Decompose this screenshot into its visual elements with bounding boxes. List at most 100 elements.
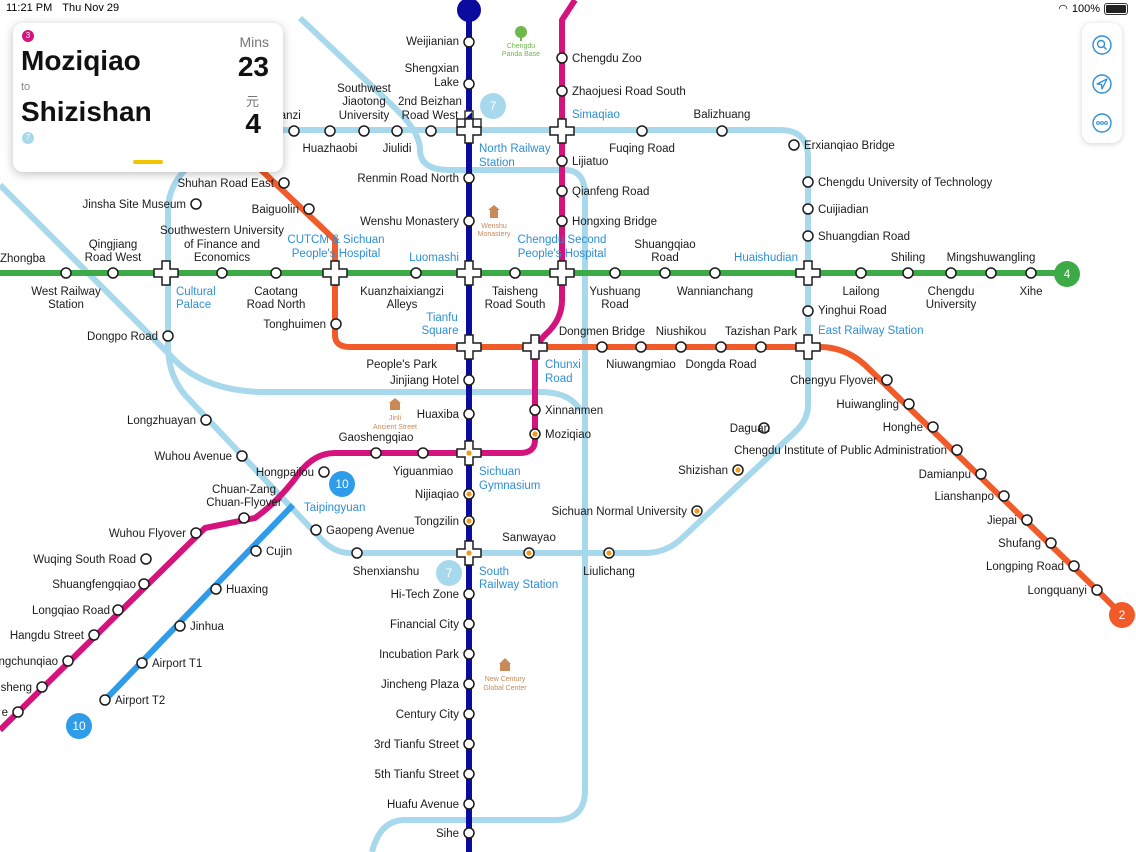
line-1-badge[interactable]	[457, 0, 481, 22]
station-marker[interactable]	[463, 408, 475, 420]
line-7-badge[interactable]: 7	[436, 560, 462, 586]
station-marker[interactable]	[636, 125, 648, 137]
station-label-gaopeng[interactable]: Gaopeng Avenue	[326, 525, 415, 537]
station-label-cultural_2[interactable]: Palace	[176, 299, 211, 311]
station-label-west_railway_1[interactable]: West Railway	[31, 286, 101, 298]
station-label-beizhan_1[interactable]: 2nd Beizhan	[398, 96, 462, 108]
station-label-shiling[interactable]: Shiling	[891, 252, 926, 264]
station-label-qianfeng[interactable]: Qianfeng Road	[572, 186, 649, 198]
station-label-peoples_park[interactable]: People's Park	[366, 359, 437, 371]
station-label-jinhua[interactable]: Jinhua	[190, 621, 224, 633]
station-label-honghe[interactable]: Honghe	[883, 422, 923, 434]
station-label-damianpu[interactable]: Damianpu	[919, 469, 971, 481]
interchange-marker[interactable]	[795, 334, 821, 360]
interchange-marker[interactable]	[456, 334, 482, 360]
station-marker[interactable]	[136, 657, 148, 669]
station-marker[interactable]	[659, 267, 671, 279]
station-label-shuhan[interactable]: Shuhan Road East	[177, 178, 274, 190]
station-marker[interactable]	[675, 341, 687, 353]
station-label-tianfu5[interactable]: 5th Tianfu Street	[375, 769, 460, 781]
station-marker[interactable]	[715, 341, 727, 353]
station-label-longqiao[interactable]: Longqiao Road	[32, 605, 110, 617]
station-label-century[interactable]: Century City	[396, 709, 460, 721]
station-marker[interactable]	[463, 78, 475, 90]
station-label-swufe_1[interactable]: Southwestern University	[160, 225, 284, 237]
station-label-shengxian_2[interactable]: Lake	[434, 77, 459, 89]
station-label-luomashi[interactable]: Luomashi	[409, 252, 459, 264]
card-drag-handle[interactable]	[133, 160, 163, 164]
station-label-taipingyuan[interactable]: Taipingyuan	[304, 502, 365, 514]
station-label-chengyu[interactable]: Chengyu Flyover	[790, 375, 877, 387]
interchange-marker[interactable]	[549, 260, 575, 286]
station-label-shengxian_1[interactable]: Shengxian	[405, 63, 459, 75]
station-marker[interactable]	[190, 198, 202, 210]
station-label-jiepai[interactable]: Jiepai	[987, 515, 1017, 527]
station-label-dongda[interactable]: Dongda Road	[686, 359, 757, 371]
station-marker[interactable]	[463, 678, 475, 690]
station-label-lianshanpo[interactable]: Lianshanpo	[935, 491, 994, 503]
station-label-taisheng_2[interactable]: Road South	[485, 299, 546, 311]
station-label-jincheng[interactable]: Jincheng Plaza	[381, 679, 460, 691]
station-marker[interactable]	[556, 155, 568, 167]
station-marker[interactable]	[112, 604, 124, 616]
station-label-niushikou[interactable]: Niushikou	[656, 326, 707, 338]
station-label-mingshu[interactable]: Mingshuwangling	[947, 252, 1036, 264]
station-label-qingjiang_2[interactable]: Road West	[85, 252, 142, 264]
station-label-daguan[interactable]: Daguan	[730, 423, 770, 435]
station-label-swufe_2[interactable]: of Finance and	[184, 239, 260, 251]
station-label-cdu_2[interactable]: University	[926, 299, 977, 311]
station-label-yinghui[interactable]: Yinghui Road	[818, 305, 887, 317]
station-marker[interactable]	[270, 267, 282, 279]
station-label-sihe[interactable]: Sihe	[436, 828, 459, 840]
station-label-gaoshengqiao[interactable]: Gaoshengqiao	[339, 432, 414, 444]
station-label-chunqiao[interactable]: ngchunqiao	[0, 656, 58, 668]
station-label-cipa[interactable]: Chengdu Institute of Public Administrati…	[734, 445, 947, 457]
station-label-qingjiang_1[interactable]: Qingjiang	[89, 239, 138, 251]
station-marker[interactable]	[463, 36, 475, 48]
station-marker[interactable]	[716, 125, 728, 137]
station-label-tianfu_1[interactable]: Tianfu	[426, 312, 458, 324]
interchange-marker[interactable]	[456, 118, 482, 144]
station-marker[interactable]	[881, 374, 893, 386]
station-marker[interactable]	[463, 708, 475, 720]
station-label-tianfu_2[interactable]: Square	[421, 325, 458, 337]
line-10-badge[interactable]: 10	[66, 713, 92, 739]
station-label-renmin_north[interactable]: Renmin Road North	[357, 173, 459, 185]
station-label-longping[interactable]: Longping Road	[986, 561, 1064, 573]
station-marker[interactable]	[998, 490, 1010, 502]
station-label-shufang[interactable]: Shufang	[998, 538, 1041, 550]
origin-station[interactable]: Moziqiao	[21, 45, 141, 76]
station-marker[interactable]	[324, 125, 336, 137]
interchange-marker[interactable]	[549, 118, 575, 144]
station-marker[interactable]	[303, 203, 315, 215]
station-label-chengdu_second_1[interactable]: Chengdu Second	[518, 234, 607, 246]
station-marker[interactable]	[410, 267, 422, 279]
station-label-huaxing[interactable]: Huaxing	[226, 584, 268, 596]
station-label-zhongba[interactable]: Zhongba	[0, 253, 46, 265]
station-marker[interactable]	[463, 827, 475, 839]
destination-station[interactable]: Shizishan	[21, 96, 152, 127]
station-label-hitech[interactable]: Hi-Tech Zone	[391, 589, 459, 601]
station-label-sheng[interactable]: sheng	[1, 682, 32, 694]
station-marker[interactable]	[463, 648, 475, 660]
station-label-huazhaobi[interactable]: Huazhaobi	[303, 143, 358, 155]
station-marker[interactable]	[358, 125, 370, 137]
station-marker[interactable]	[310, 524, 322, 536]
station-marker[interactable]	[1091, 584, 1103, 596]
station-marker[interactable]	[755, 341, 767, 353]
station-label-niuwangmiao[interactable]: Niuwangmiao	[606, 359, 676, 371]
station-marker[interactable]	[463, 588, 475, 600]
station-label-wuhou[interactable]: Wuhou Avenue	[154, 451, 232, 463]
station-label-swjtu_3[interactable]: University	[339, 110, 390, 122]
station-label-incubation[interactable]: Incubation Park	[379, 649, 459, 661]
station-label-xihe[interactable]: Xihe	[1019, 286, 1042, 298]
station-label-east_railway[interactable]: East Railway Station	[818, 325, 923, 337]
station-label-nijiaqiao[interactable]: Nijiaqiao	[415, 489, 459, 501]
station-marker[interactable]	[855, 267, 867, 279]
station-label-yiguanmiao[interactable]: Yiguanmiao	[393, 466, 453, 478]
station-label-swjtu_1[interactable]: Southwest	[337, 83, 392, 95]
station-label-jinjiang[interactable]: Jinjiang Hotel	[390, 375, 459, 387]
station-marker[interactable]	[1025, 267, 1037, 279]
location-arrow-icon[interactable]	[1091, 73, 1113, 95]
station-label-airport_t2[interactable]: Airport T2	[115, 695, 165, 707]
